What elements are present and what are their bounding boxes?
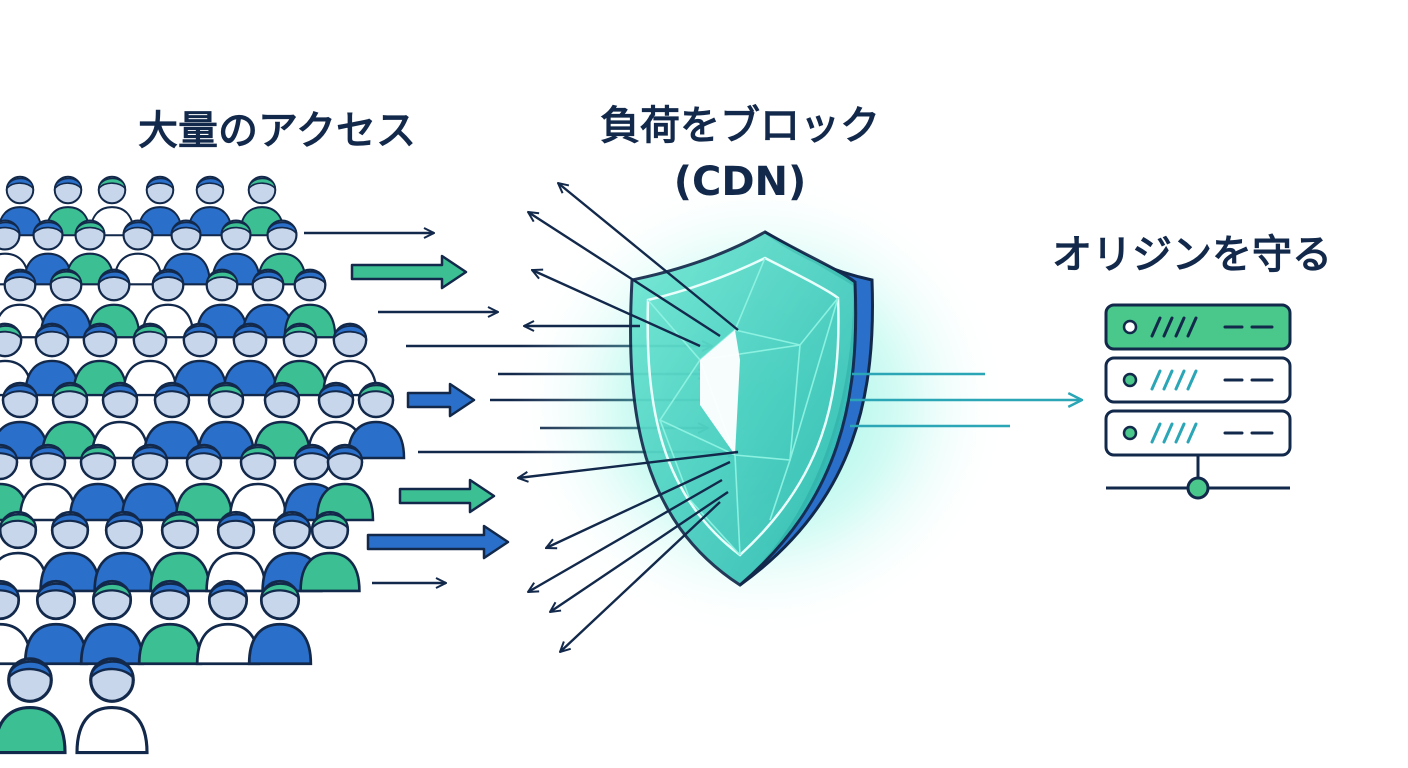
- thick-arrow: [398, 478, 496, 514]
- thick-arrow: [366, 524, 510, 560]
- person-icon: [75, 657, 149, 755]
- incoming-traffic-arrows: [350, 254, 510, 560]
- server-rack-icon: [1104, 303, 1292, 500]
- deflected-arrow: [546, 460, 731, 548]
- crowd-label: 大量のアクセス: [138, 108, 416, 154]
- person-icon: [68, 443, 128, 522]
- deflected-arrow: [550, 491, 729, 612]
- server-unit: [1104, 303, 1292, 351]
- server-unit: [1104, 356, 1292, 404]
- deflected-arrow: [528, 478, 723, 592]
- person-icon: [23, 579, 89, 666]
- person-icon: [346, 381, 406, 460]
- person-icon: [18, 443, 78, 522]
- person-icon: [79, 579, 145, 666]
- people-crowd-icon: [0, 175, 406, 755]
- shield-icon: [629, 230, 874, 587]
- blocked-traffic-arrows: [518, 183, 739, 652]
- deflected-arrow: [560, 501, 721, 652]
- person-icon: [137, 579, 203, 666]
- person-icon: [205, 510, 267, 593]
- person-icon: [120, 443, 180, 522]
- deflected-arrow: [528, 212, 721, 338]
- person-icon: [87, 268, 141, 339]
- person-icon: [0, 510, 49, 593]
- deflected-arrow: [558, 183, 739, 331]
- person-icon: [39, 510, 101, 593]
- origin-label: オリジンを守る: [1052, 232, 1332, 278]
- person-icon: [93, 510, 155, 593]
- thick-arrow: [350, 254, 468, 290]
- person-icon: [195, 579, 261, 666]
- cdn-label-line2: (CDN): [673, 159, 807, 205]
- clean-traffic-arrows: [850, 372, 1082, 428]
- person-icon: [228, 443, 288, 522]
- person-icon: [149, 510, 211, 593]
- person-icon: [299, 510, 361, 593]
- cdn-label-line1: 負荷をブロック: [600, 103, 880, 149]
- person-icon: [174, 443, 234, 522]
- cdn-label: 負荷をブロック (CDN): [590, 98, 890, 210]
- person-icon: [247, 579, 313, 666]
- thick-arrow: [406, 382, 476, 418]
- deflected-arrow: [532, 270, 701, 348]
- network-node-icon: [1186, 476, 1210, 500]
- deflected-arrow: [518, 450, 739, 478]
- person-icon: [0, 657, 67, 755]
- person-icon: [0, 579, 33, 666]
